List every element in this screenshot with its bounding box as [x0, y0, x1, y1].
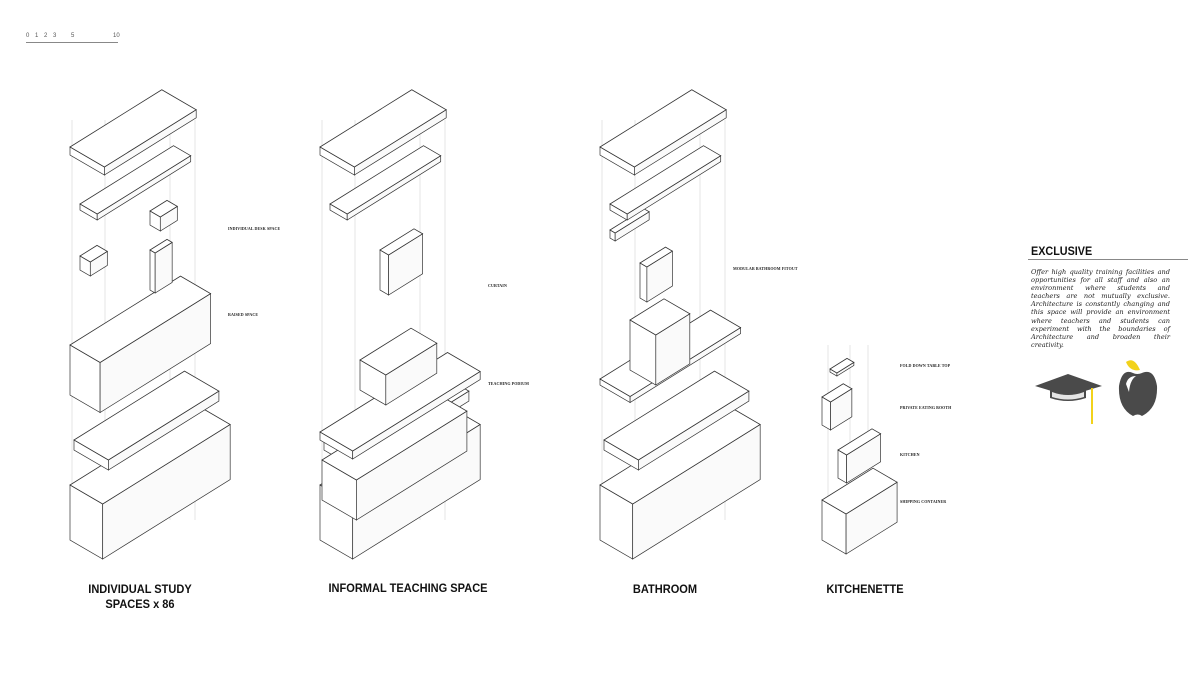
label-kitchen: KITCHEN — [900, 452, 920, 457]
study-raised-space-top — [69, 275, 212, 363]
exclusive-icons — [1035, 360, 1158, 424]
bathroom-fitout-top — [639, 246, 674, 268]
teaching-roof-beam-structure-top — [329, 145, 442, 215]
scale-tick: 2 — [44, 33, 48, 39]
label-shipping-container: SHIPPING CONTAINER — [900, 499, 947, 504]
private-eating-booth-side — [821, 396, 831, 431]
kitchen-shipping-container-top — [821, 467, 898, 515]
fold-down-table-top-top — [829, 357, 855, 374]
column-title-bathroom: BATHROOM — [632, 582, 698, 596]
scale-tick: 10 — [113, 33, 120, 39]
study-partition-top — [149, 238, 173, 254]
exclusive-heading: EXCLUSIVE — [1031, 244, 1093, 258]
label-raised-space: RAISED SPACE — [228, 312, 259, 317]
label-fold-down-table-top: FOLD DOWN TABLE TOP — [900, 363, 951, 368]
scale-line — [26, 42, 118, 43]
teaching-curtain-top — [379, 228, 424, 256]
bathroom-floor-slab-top — [603, 370, 750, 461]
label-individual-desk-space: INDIVIDUAL DESK SPACE — [228, 226, 281, 231]
private-eating-booth-top — [821, 383, 853, 403]
bathroom-pod-top — [629, 298, 691, 336]
scale-tick: 1 — [35, 33, 39, 39]
scale-tick: 0 — [26, 33, 30, 39]
apple-icon — [1118, 360, 1158, 416]
exclusive-description: Offer high quality training facilities a… — [1031, 268, 1170, 349]
label-modular-bathroom-fitout: MODULAR BATHROOM FITOUT — [733, 266, 798, 271]
study-floor-slab-top — [73, 370, 220, 461]
bathroom-roof-beam-structure-top — [609, 145, 722, 215]
column-title-teaching: INFORMAL TEACHING SPACE — [328, 581, 488, 595]
scale-tick: 3 — [53, 33, 57, 39]
study-desk-top — [79, 244, 109, 263]
bathroom-roof-slab-top — [599, 89, 727, 168]
teaching-roof-slab-top — [319, 89, 447, 168]
bathroom-fitout-side — [639, 262, 648, 303]
label-teaching-podium: TEACHING PODIUM — [488, 381, 529, 386]
kitchen-unit-side — [837, 449, 847, 484]
divider — [1028, 259, 1188, 260]
study-roof-slab-top — [69, 89, 197, 168]
title-line: SPACES x 86 — [105, 597, 175, 611]
graduation-cap-icon — [1035, 374, 1102, 424]
teaching-podium-top — [359, 327, 438, 376]
label-private-eating-booth: PRIVATE EATING BOOTH — [900, 405, 952, 410]
column-title-kitchenette: KITCHENETTE — [826, 582, 904, 596]
kitchen-unit-top — [837, 428, 882, 456]
study-partition-side — [149, 249, 156, 294]
scale-tick: 5 — [71, 33, 75, 39]
study-desk-top — [149, 199, 179, 218]
title-line: INDIVIDUAL STUDY — [88, 582, 192, 596]
label-curtain: CURTAIN — [488, 283, 507, 288]
column-title-study: INDIVIDUAL STUDY SPACES x 86 — [76, 582, 205, 612]
study-roof-beam-structure-top — [79, 145, 192, 215]
teaching-curtain-side — [379, 249, 389, 296]
